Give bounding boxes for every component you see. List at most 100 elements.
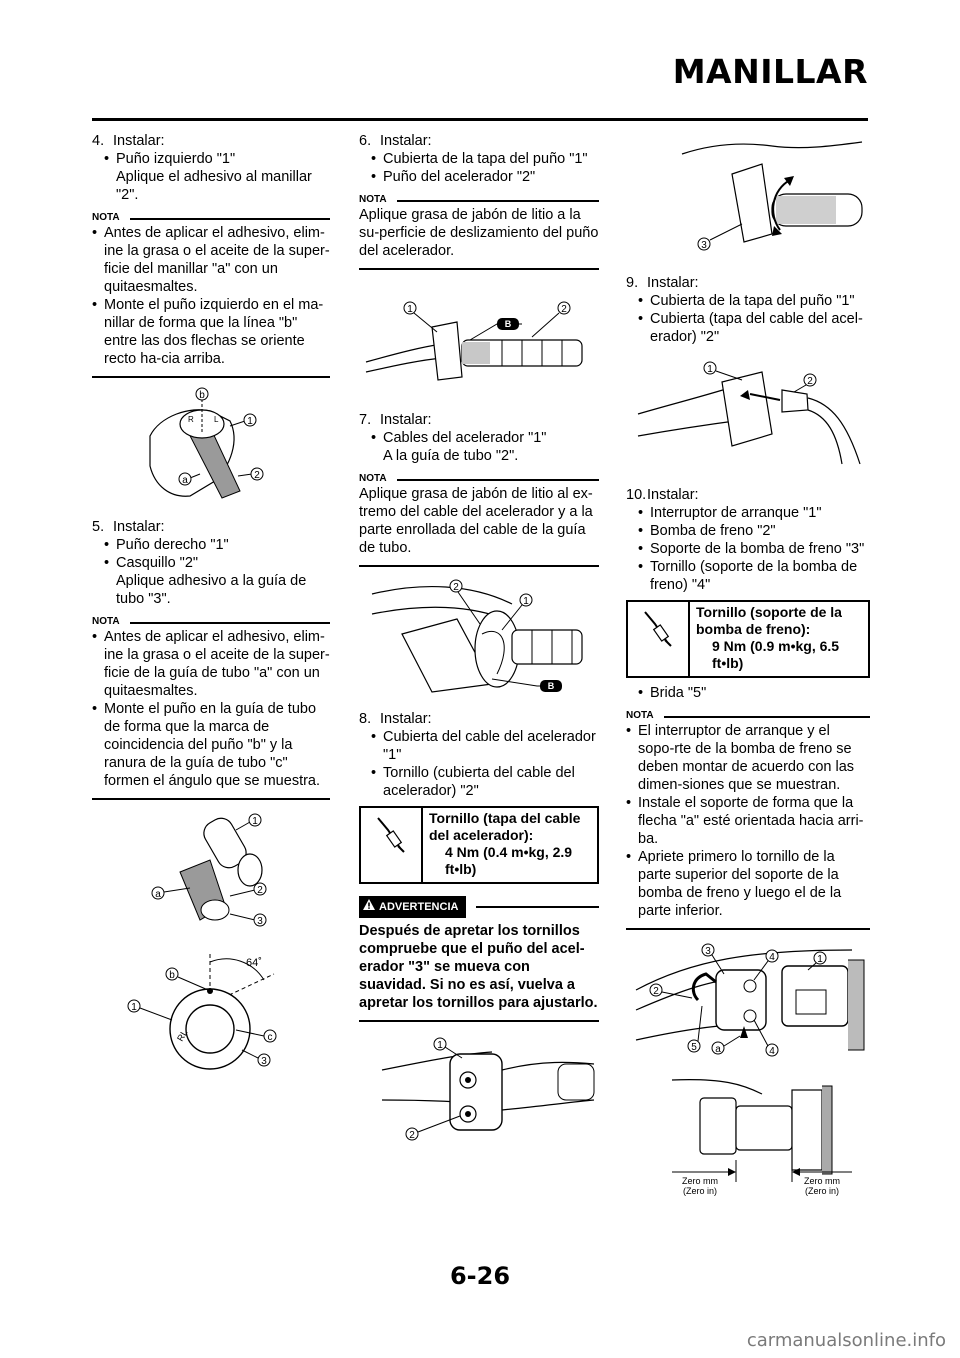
callout-1 bbox=[243, 413, 257, 427]
nota-label: NOTA bbox=[359, 194, 599, 206]
brake-line bbox=[635, 949, 853, 991]
nota-label: NOTA bbox=[626, 710, 870, 722]
nota-end-rule bbox=[626, 928, 870, 930]
grease-symbol bbox=[540, 680, 562, 692]
callout-2-label: 2 bbox=[561, 304, 567, 315]
step-title: Instalar: bbox=[113, 519, 165, 535]
callout-2 bbox=[449, 579, 463, 593]
leader-a bbox=[189, 473, 201, 479]
cable bbox=[807, 409, 843, 465]
step-title: Instalar: bbox=[647, 487, 699, 503]
handlebar-line-bottom bbox=[365, 357, 443, 373]
callout-2-label: 2 bbox=[254, 470, 260, 481]
step-4: 4.Instalar: bbox=[92, 132, 330, 150]
leader-3 bbox=[229, 913, 256, 921]
step-8-item-2: Tornillo (cubierta del cable del acelera… bbox=[359, 764, 599, 800]
torque-name: Tornillo (soporte de la bomba de freno): bbox=[696, 604, 842, 637]
callout-5 bbox=[687, 1039, 701, 1053]
grip-end bbox=[237, 853, 263, 887]
callout-4-top bbox=[765, 949, 779, 963]
angle-arc bbox=[209, 958, 265, 981]
figure-alignment-angle: 64˚ RL b 1 c 3 bbox=[127, 954, 277, 1070]
leader-1 bbox=[139, 1007, 173, 1021]
figure-left-grip: b R L 1 a 2 bbox=[149, 387, 264, 499]
header-rule bbox=[92, 118, 868, 121]
leader-1 bbox=[444, 1046, 463, 1059]
nota-end-rule bbox=[92, 376, 330, 378]
warning-label: ADVERTENCIA bbox=[379, 901, 459, 913]
figure-grip-rotation: 3 bbox=[681, 141, 863, 251]
callout-3-label: 3 bbox=[701, 240, 707, 251]
step-6-item-1: Cubierta de la tapa del puño "1" bbox=[359, 150, 599, 168]
step-5-item-2: Casquillo "2" bbox=[92, 554, 330, 572]
step-number: 10. bbox=[626, 487, 647, 503]
master-cylinder bbox=[699, 1097, 737, 1155]
leader-3 bbox=[709, 223, 743, 241]
callout-2 bbox=[405, 1127, 419, 1141]
figure-brake-assembly: 3 4 1 2 5 a 4 Zero mm (Zero in) Zero mm … bbox=[635, 943, 865, 1196]
callout-1-label: 1 bbox=[407, 304, 413, 315]
leader-2 bbox=[793, 384, 807, 393]
callout-3-label: 3 bbox=[257, 916, 263, 927]
throttle-grip bbox=[511, 629, 583, 665]
rl-mark: RL bbox=[175, 1028, 189, 1043]
callout-2 bbox=[803, 373, 817, 387]
grease-symbol bbox=[497, 318, 519, 330]
dimension-label-1-imperial: (Zero in) bbox=[683, 1186, 717, 1196]
step-title: Instalar: bbox=[380, 711, 432, 727]
figure-right-grip: 1 a 2 3 bbox=[151, 813, 267, 927]
nota-item: Antes de aplicar el adhesivo, elim-ine l… bbox=[92, 628, 330, 700]
brake-hose bbox=[671, 1079, 763, 1095]
nota-label: NOTA bbox=[92, 616, 330, 628]
callout-3-label: 3 bbox=[261, 1056, 267, 1067]
nota-item: Monte el puño izquierdo en el ma-nillar … bbox=[92, 296, 330, 368]
clamp-bolt-top bbox=[743, 979, 757, 993]
callout-1-label: 1 bbox=[707, 364, 713, 375]
nota-label: NOTA bbox=[359, 473, 599, 485]
callout-1 bbox=[127, 999, 141, 1013]
leader-a bbox=[163, 887, 191, 893]
dim-arrow-2-head bbox=[792, 1168, 800, 1176]
dimension-label-1: Zero mm bbox=[682, 1176, 718, 1186]
callout-2-label: 2 bbox=[409, 1130, 415, 1141]
callout-1-label: 1 bbox=[247, 416, 253, 427]
grip-inner-ring bbox=[185, 1004, 235, 1054]
callout-1-label: 1 bbox=[523, 596, 529, 607]
figure-cover-install: 1 2 bbox=[637, 361, 861, 465]
step-6: 6.Instalar: bbox=[359, 132, 599, 150]
leader-1 bbox=[807, 962, 817, 971]
cable-cover bbox=[781, 389, 809, 413]
callout-2-label: 2 bbox=[653, 986, 659, 997]
angle-label: 64˚ bbox=[246, 957, 262, 969]
step-number: 9. bbox=[626, 275, 639, 291]
callout-3 bbox=[253, 913, 267, 927]
rotation-arrow-head-top bbox=[784, 176, 794, 186]
grease-symbol-label: B bbox=[505, 319, 512, 329]
figure-throttle-cables: B 2 1 bbox=[371, 579, 583, 693]
cable-cover bbox=[449, 1053, 503, 1131]
callout-b-label: b bbox=[199, 390, 205, 401]
nota-label: NOTA bbox=[92, 212, 330, 224]
handlebar-top bbox=[381, 1051, 493, 1071]
leader-a bbox=[723, 1035, 741, 1047]
callout-2 bbox=[253, 882, 267, 896]
callout-2 bbox=[649, 983, 663, 997]
leader-3 bbox=[241, 1049, 259, 1059]
grip-end bbox=[557, 1063, 595, 1101]
warning-end-rule bbox=[359, 1020, 599, 1022]
grip-cover bbox=[731, 163, 773, 243]
step-title: Instalar: bbox=[113, 133, 165, 149]
leader-3 bbox=[711, 954, 725, 975]
callout-a bbox=[711, 1041, 725, 1055]
step-9-item-1: Cubierta de la tapa del puño "1" bbox=[626, 292, 870, 310]
leader-1 bbox=[413, 312, 438, 333]
callout-5-label: 5 bbox=[691, 1042, 697, 1053]
step-10-item-5: Brida "5" bbox=[626, 684, 870, 702]
rotation-arrow bbox=[772, 179, 791, 231]
column-2-step7: 7.Instalar: Cables del acelerador "1" A … bbox=[359, 411, 599, 567]
warning-header: ADVERTENCIA bbox=[359, 896, 599, 918]
leader-2 bbox=[229, 889, 256, 897]
dimension-label-2: Zero mm bbox=[804, 1176, 840, 1186]
screw-top-head bbox=[465, 1077, 471, 1083]
figure-throttle-grip: B 1 2 bbox=[365, 301, 583, 381]
